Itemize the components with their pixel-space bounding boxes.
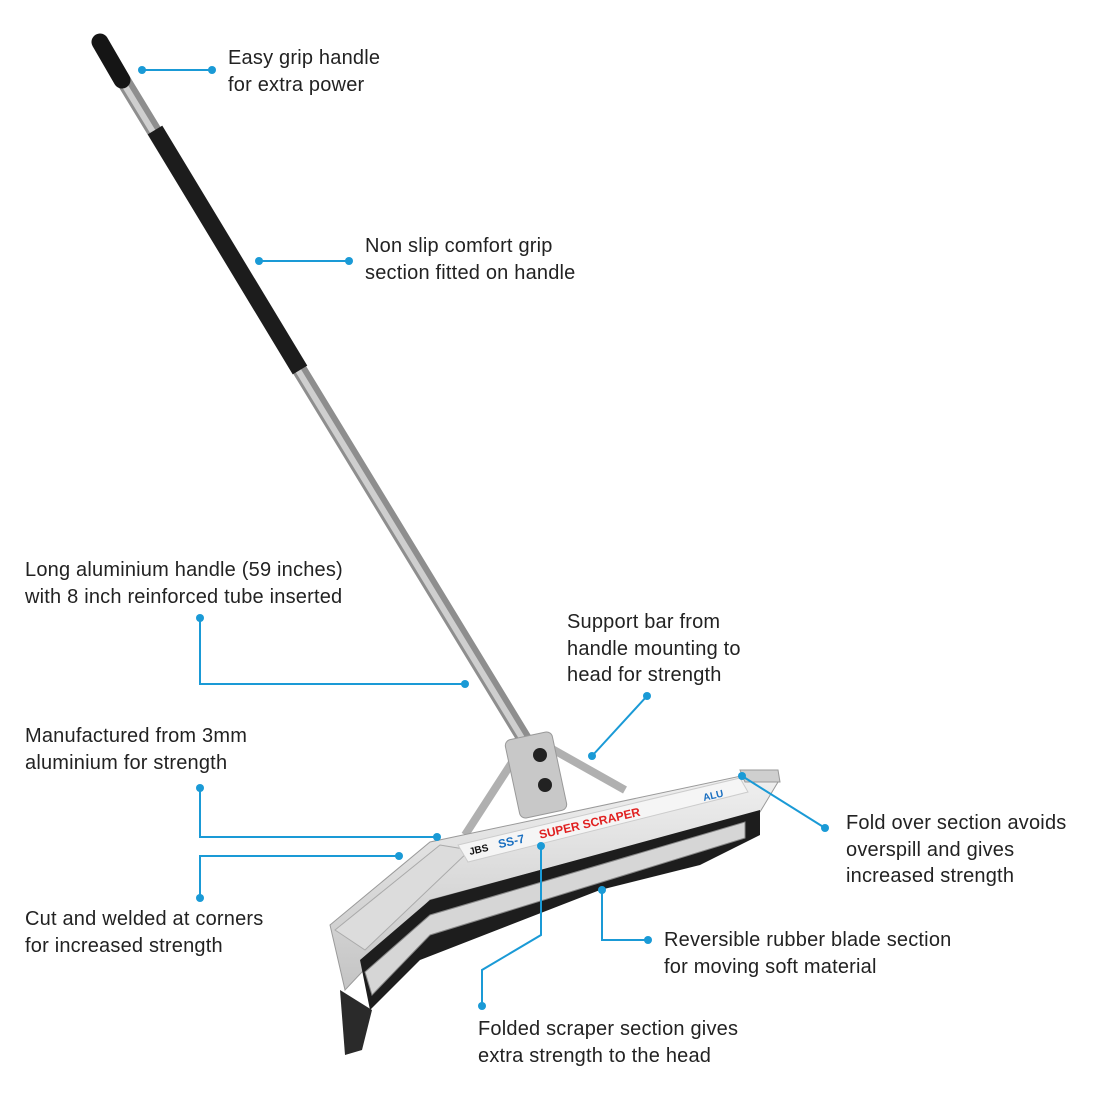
- callout-line: Support bar from: [567, 611, 721, 633]
- callout-line: extra strength to the head: [478, 1044, 712, 1067]
- callout-line: section fitted on handle: [365, 261, 576, 284]
- callout-line: Cut and welded at corners: [25, 908, 264, 930]
- callout-line: handle mounting to: [567, 637, 741, 660]
- callout-line: Folded scraper section gives: [478, 1018, 739, 1040]
- callout-line: Easy grip handle: [228, 47, 381, 69]
- label-model: SS-7: [497, 831, 526, 851]
- callout-support-bar: Support bar from handle mounting to head…: [567, 609, 741, 689]
- callout-line: head for strength: [567, 664, 722, 686]
- callout-line: Manufactured from 3mm: [25, 725, 248, 747]
- handle: [91, 33, 536, 753]
- comfort-grip: [147, 125, 308, 375]
- scraper-head: JBS SS-7 SUPER SCRAPER ALU: [329, 769, 781, 1055]
- callout-line: for increased strength: [25, 934, 223, 957]
- support-bar: [461, 731, 627, 838]
- callout-grip-handle: Easy grip handle for extra power: [228, 45, 380, 98]
- callout-line: for extra power: [228, 73, 365, 96]
- callout-line: with 8 inch reinforced tube inserted: [25, 585, 343, 608]
- callout-line: Fold over section avoids: [846, 812, 1067, 834]
- callout-line: Non slip comfort grip: [365, 235, 553, 257]
- callout-folded-section: Folded scraper section gives extra stren…: [478, 1016, 738, 1069]
- callout-dots: [138, 66, 829, 1010]
- end-grip: [91, 33, 131, 89]
- callout-line: overspill and gives: [846, 838, 1015, 861]
- label-brand: ALU: [702, 789, 725, 804]
- callout-line: aluminium for strength: [25, 751, 228, 774]
- callout-line: Reversible rubber blade section: [664, 929, 952, 951]
- callout-line: increased strength: [846, 865, 1015, 887]
- callout-fold-over: Fold over section avoids overspill and g…: [846, 810, 1066, 890]
- callout-lines: [142, 69, 826, 1006]
- callout-long-handle: Long aluminium handle (59 inches) with 8…: [25, 557, 343, 610]
- label-maker: JBS: [468, 843, 490, 858]
- callout-line: for moving soft material: [664, 955, 877, 978]
- callout-corners: Cut and welded at corners for increased …: [25, 906, 263, 959]
- callout-material: Manufactured from 3mm aluminium for stre…: [25, 723, 247, 776]
- callout-rubber-blade: Reversible rubber blade section for movi…: [664, 927, 951, 980]
- callout-non-slip: Non slip comfort grip section fitted on …: [365, 233, 576, 286]
- callout-line: Long aluminium handle (59 inches): [25, 559, 343, 581]
